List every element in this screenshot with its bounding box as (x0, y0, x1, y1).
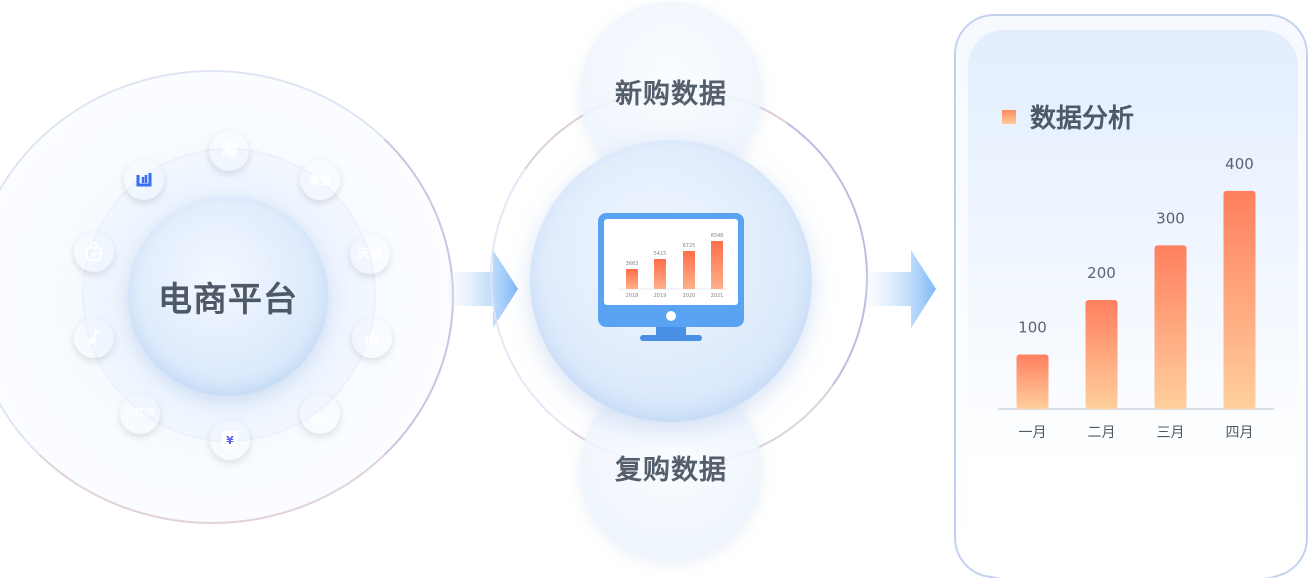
monitor-year-2018: 2018 (626, 293, 639, 299)
jd-icon: 京东 (300, 394, 340, 434)
clipboard-yen-label: ¥ (226, 433, 234, 447)
analysis-bar-chart: 100 一月 200 二月 300 三月 400 四月 (998, 155, 1274, 441)
flow-arrow-right-icon-2 (866, 250, 936, 328)
monitor-value-2018: 3663 (626, 261, 639, 267)
category-label-1: 一月 (1019, 425, 1047, 441)
bar-4 (1223, 190, 1256, 409)
bar-2 (1085, 299, 1118, 409)
monitor-value-2020: 6725 (683, 243, 696, 249)
bar-value-label-3: 300 (1156, 209, 1185, 227)
bar-value-label-1: 100 (1018, 318, 1047, 336)
taobao-icon-label: 淘 (220, 140, 238, 161)
shopping-bag-icon (74, 232, 114, 272)
bar-1 (1016, 354, 1049, 409)
taobao-icon: 淘 (209, 131, 249, 171)
platform-title: 电商平台 (158, 279, 298, 320)
category-label-3: 三月 (1157, 425, 1185, 441)
weimeng-icon: 微盟 (300, 160, 340, 200)
music-note-icon (74, 318, 114, 358)
tmall-icon: 天猫 (350, 234, 390, 274)
monitor-value-2021: 8348 (711, 233, 724, 239)
xiaohongshu-icon: 小红书 (120, 394, 160, 434)
weimeng-icon-label: 微盟 (309, 173, 331, 187)
monitor-year-2020: 2020 (683, 293, 696, 299)
bar-value-label-2: 200 (1087, 264, 1116, 282)
new-purchase-label: 新购数据 (615, 78, 727, 110)
tmall-icon-label: 天猫 (356, 246, 383, 262)
weidian-icon (124, 160, 164, 200)
monitor-value-2019: 5415 (654, 251, 667, 257)
monitor-year-2021: 2021 (711, 293, 724, 299)
repurchase-label: 复购数据 (615, 454, 727, 486)
category-label-4: 四月 (1226, 425, 1254, 441)
thumbs-up-icon (352, 318, 392, 358)
monitor-year-2019: 2019 (654, 293, 667, 299)
monitor-icon: 3663 5415 6725 8348 2018 2019 2020 2021 (598, 213, 744, 341)
platform-core: 电商平台 (128, 196, 328, 396)
xiaohongshu-icon-label: 小红书 (125, 408, 155, 419)
legend-marker (1002, 110, 1016, 124)
category-label-2: 二月 (1088, 425, 1116, 441)
clipboard-yen-icon: ¥ (210, 420, 250, 460)
jd-icon-label: 京东 (310, 416, 330, 427)
analysis-title: 数据分析 (1030, 104, 1135, 134)
bar-3 (1154, 245, 1187, 409)
bar-value-label-4: 400 (1225, 155, 1254, 173)
